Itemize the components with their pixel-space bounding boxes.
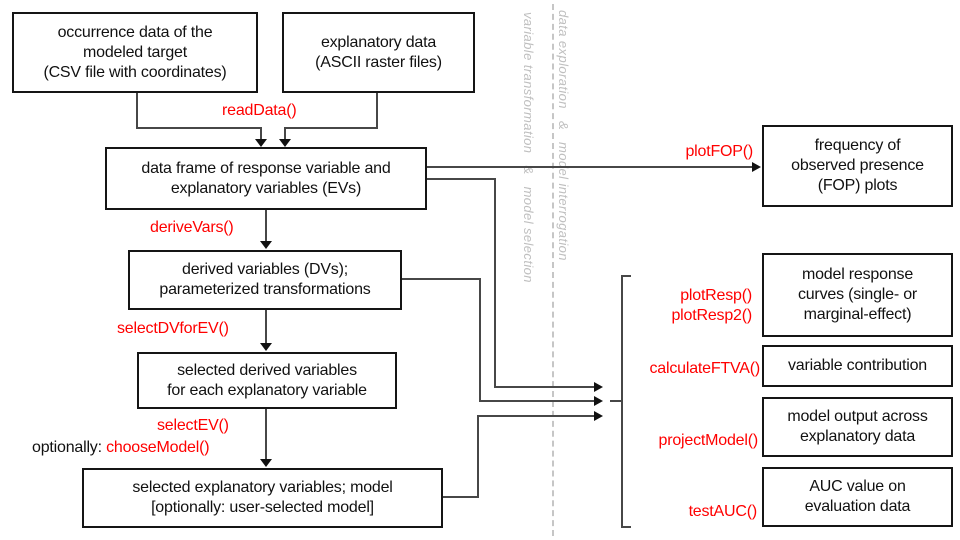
box-model-output: model output across explanatory data — [762, 397, 953, 457]
bracket-top-hook — [621, 275, 631, 277]
connector-occurrence-right — [136, 127, 262, 129]
label-selectdvforev: selectDVforEV() — [117, 320, 229, 337]
arrowhead-merge-bottom — [594, 411, 603, 421]
dashed-divider-line — [552, 4, 554, 536]
connector-occurrence-down — [136, 93, 138, 129]
connector-explanatory-down — [376, 93, 378, 129]
box-fop-plots: frequency of observed presence (FOP) plo… — [762, 125, 953, 207]
connector-plotfop-line — [427, 166, 752, 168]
arrowhead-into-derived — [260, 241, 272, 249]
connector-explanatory-left — [284, 127, 378, 129]
box-occurrence-data: occurrence data of the modeled target (C… — [12, 12, 258, 93]
box-explanatory-data: explanatory data (ASCII raster files) — [282, 12, 475, 93]
box-data-frame: data frame of response variable and expl… — [105, 147, 427, 210]
arrowhead-into-dataframe-left — [255, 139, 267, 147]
arrowhead-merge-middle — [594, 396, 603, 406]
label-plotresp2: plotResp2() — [671, 307, 752, 324]
connector-derived-merge-v — [479, 278, 481, 402]
box-auc-value: AUC value on evaluation data — [762, 467, 953, 527]
label-testauc: testAUC() — [688, 503, 758, 520]
label-plotresp-group: plotResp() plotResp2() — [671, 286, 752, 326]
arrowhead-into-fop — [752, 162, 761, 172]
box-derived-variables: derived variables (DVs); parameterized t… — [128, 250, 402, 310]
label-optionally-choosemodel: optionally: chooseModel() — [32, 439, 210, 457]
connector-model-merge-h2 — [477, 415, 594, 417]
bracket-vertical — [621, 275, 623, 528]
box-selected-dv: selected derived variables for each expl… — [137, 352, 397, 409]
label-selectev: selectEV() — [157, 417, 229, 434]
arrowhead-into-model — [260, 459, 272, 467]
watermark-left-column: variable transformation & model selectio… — [521, 12, 536, 283]
label-choosemodel: chooseModel() — [106, 439, 210, 456]
connector-explanatory-into-dataframe — [284, 127, 286, 140]
connector-derived-merge-h2 — [479, 400, 594, 402]
connector-dataframe-merge-h2 — [494, 386, 594, 388]
connector-derived-merge-h1 — [402, 278, 481, 280]
box-variable-contribution: variable contribution — [762, 345, 953, 387]
connector-dataframe-merge-v — [494, 178, 496, 388]
connector-model-merge-h1 — [443, 496, 479, 498]
arrowhead-merge-top — [594, 382, 603, 392]
box-response-curves: model response curves (single- or margin… — [762, 253, 953, 337]
label-projectmodel: projectModel() — [658, 432, 759, 449]
connector-model-merge-v — [477, 416, 479, 498]
connector-derived-to-selecteddv — [265, 310, 267, 344]
connector-dataframe-to-derived — [265, 210, 267, 242]
label-derivevars: deriveVars() — [150, 219, 234, 236]
label-optionally: optionally: — [32, 439, 107, 456]
bracket-bottom-hook — [621, 526, 631, 528]
watermark-right-column: data exploration & model interrogation — [556, 10, 571, 261]
box-selected-ev-model: selected explanatory variables; model [o… — [82, 468, 443, 528]
label-readdata: readData() — [222, 102, 297, 119]
arrowhead-into-selecteddv — [260, 343, 272, 351]
arrowhead-into-dataframe-right — [279, 139, 291, 147]
connector-occurrence-into-dataframe — [260, 127, 262, 140]
connector-selecteddv-to-model — [265, 409, 267, 460]
label-plotfop: plotFOP() — [685, 143, 753, 160]
connector-dataframe-merge-h1 — [427, 178, 496, 180]
label-plotresp: plotResp() — [680, 287, 752, 304]
bracket-mid-tick — [610, 400, 621, 402]
label-calculateftva: calculateFTVA() — [649, 360, 760, 377]
